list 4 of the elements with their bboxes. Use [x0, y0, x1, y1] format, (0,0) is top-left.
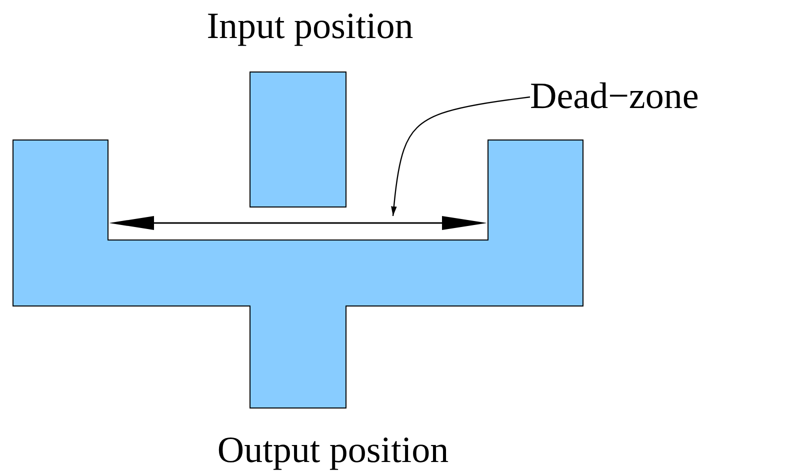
- callout-label: Dead−zone: [530, 78, 700, 115]
- position-label: Output position: [216, 432, 450, 469]
- position-label: Input position: [206, 8, 414, 45]
- leader-line: [391, 96, 530, 216]
